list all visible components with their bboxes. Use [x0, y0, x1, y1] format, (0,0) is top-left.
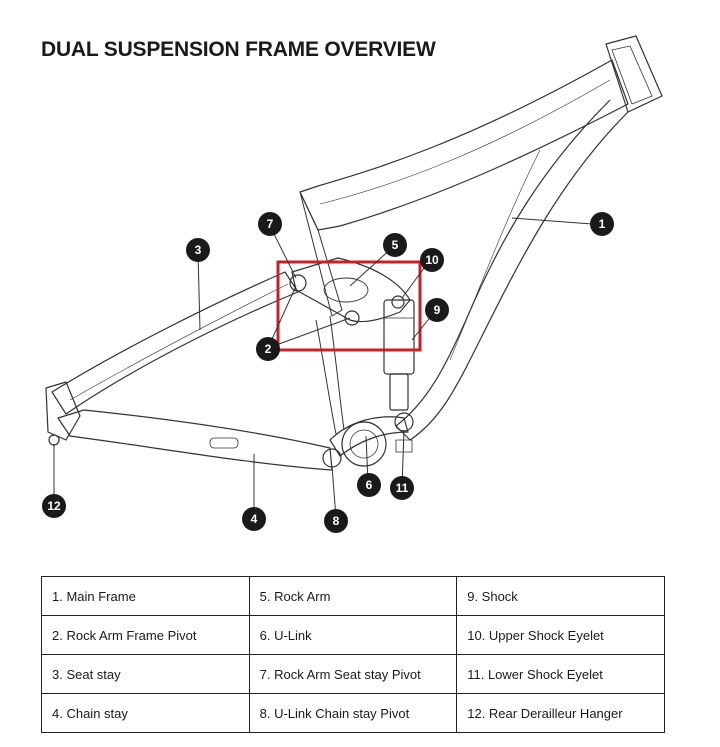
svg-text:8: 8: [333, 514, 340, 528]
callout-6: 6: [357, 473, 381, 497]
parts-legend-table: 1. Main Frame 5. Rock Arm 9. Shock 2. Ro…: [41, 576, 665, 733]
legend-cell: 8. U-Link Chain stay Pivot: [248, 693, 458, 733]
legend-cell: 2. Rock Arm Frame Pivot: [41, 615, 250, 655]
seat-stay: [51, 271, 299, 415]
svg-text:10: 10: [425, 253, 439, 267]
page-title: DUAL SUSPENSION FRAME OVERVIEW: [41, 38, 436, 61]
legend-cell: 3. Seat stay: [41, 654, 250, 694]
svg-text:11: 11: [396, 481, 409, 495]
svg-text:5: 5: [392, 238, 399, 252]
callout-12: 12: [42, 494, 66, 518]
svg-text:7: 7: [267, 217, 274, 231]
legend-cell: 6. U-Link: [248, 615, 458, 655]
down-tube: [395, 99, 629, 441]
svg-text:1: 1: [599, 217, 606, 231]
callout-10: 10: [420, 248, 444, 272]
svg-text:6: 6: [366, 478, 373, 492]
chain-stay: [57, 409, 333, 471]
legend-cell: 11. Lower Shock Eyelet: [456, 654, 665, 694]
callout-4: 4: [242, 507, 266, 531]
svg-text:9: 9: [434, 303, 441, 317]
frame-diagram: 1 2 3 4 5 6 7 8 9 10 11 12: [42, 35, 663, 533]
callouts: 1 2 3 4 5 6 7 8 9 10 11 12: [42, 212, 614, 533]
shock-body: [383, 299, 415, 375]
legend-cell: 9. Shock: [456, 576, 665, 616]
head-tube: [605, 35, 663, 113]
seat-tube: [299, 191, 343, 317]
table-row: 3. Seat stay 7. Rock Arm Seat stay Pivot…: [41, 654, 665, 694]
legend-cell: 7. Rock Arm Seat stay Pivot: [248, 654, 458, 694]
u-link: [329, 416, 409, 457]
svg-text:12: 12: [47, 499, 61, 513]
callout-1: 1: [590, 212, 614, 236]
dropout: [45, 381, 81, 441]
top-tube: [299, 59, 629, 231]
callout-7: 7: [258, 212, 282, 236]
legend-cell: 10. Upper Shock Eyelet: [456, 615, 665, 655]
table-row: 1. Main Frame 5. Rock Arm 9. Shock: [41, 576, 665, 616]
callout-2: 2: [256, 337, 280, 361]
svg-text:3: 3: [195, 243, 202, 257]
callout-5: 5: [383, 233, 407, 257]
frame-outline: [45, 35, 663, 471]
callout-9: 9: [425, 298, 449, 322]
svg-text:2: 2: [265, 342, 272, 356]
legend-cell: 12. Rear Derailleur Hanger: [456, 693, 665, 733]
svg-text:4: 4: [251, 512, 258, 526]
legend-cell: 1. Main Frame: [41, 576, 250, 616]
callout-11: 11: [390, 476, 414, 500]
legend-cell: 4. Chain stay: [41, 693, 250, 733]
rocker-arm: [291, 257, 411, 323]
table-row: 4. Chain stay 8. U-Link Chain stay Pivot…: [41, 693, 665, 733]
table-row: 2. Rock Arm Frame Pivot 6. U-Link 10. Up…: [41, 615, 665, 655]
callout-3: 3: [186, 238, 210, 262]
callout-8: 8: [324, 509, 348, 533]
highlight-box: [276, 260, 422, 352]
legend-cell: 5. Rock Arm: [248, 576, 458, 616]
